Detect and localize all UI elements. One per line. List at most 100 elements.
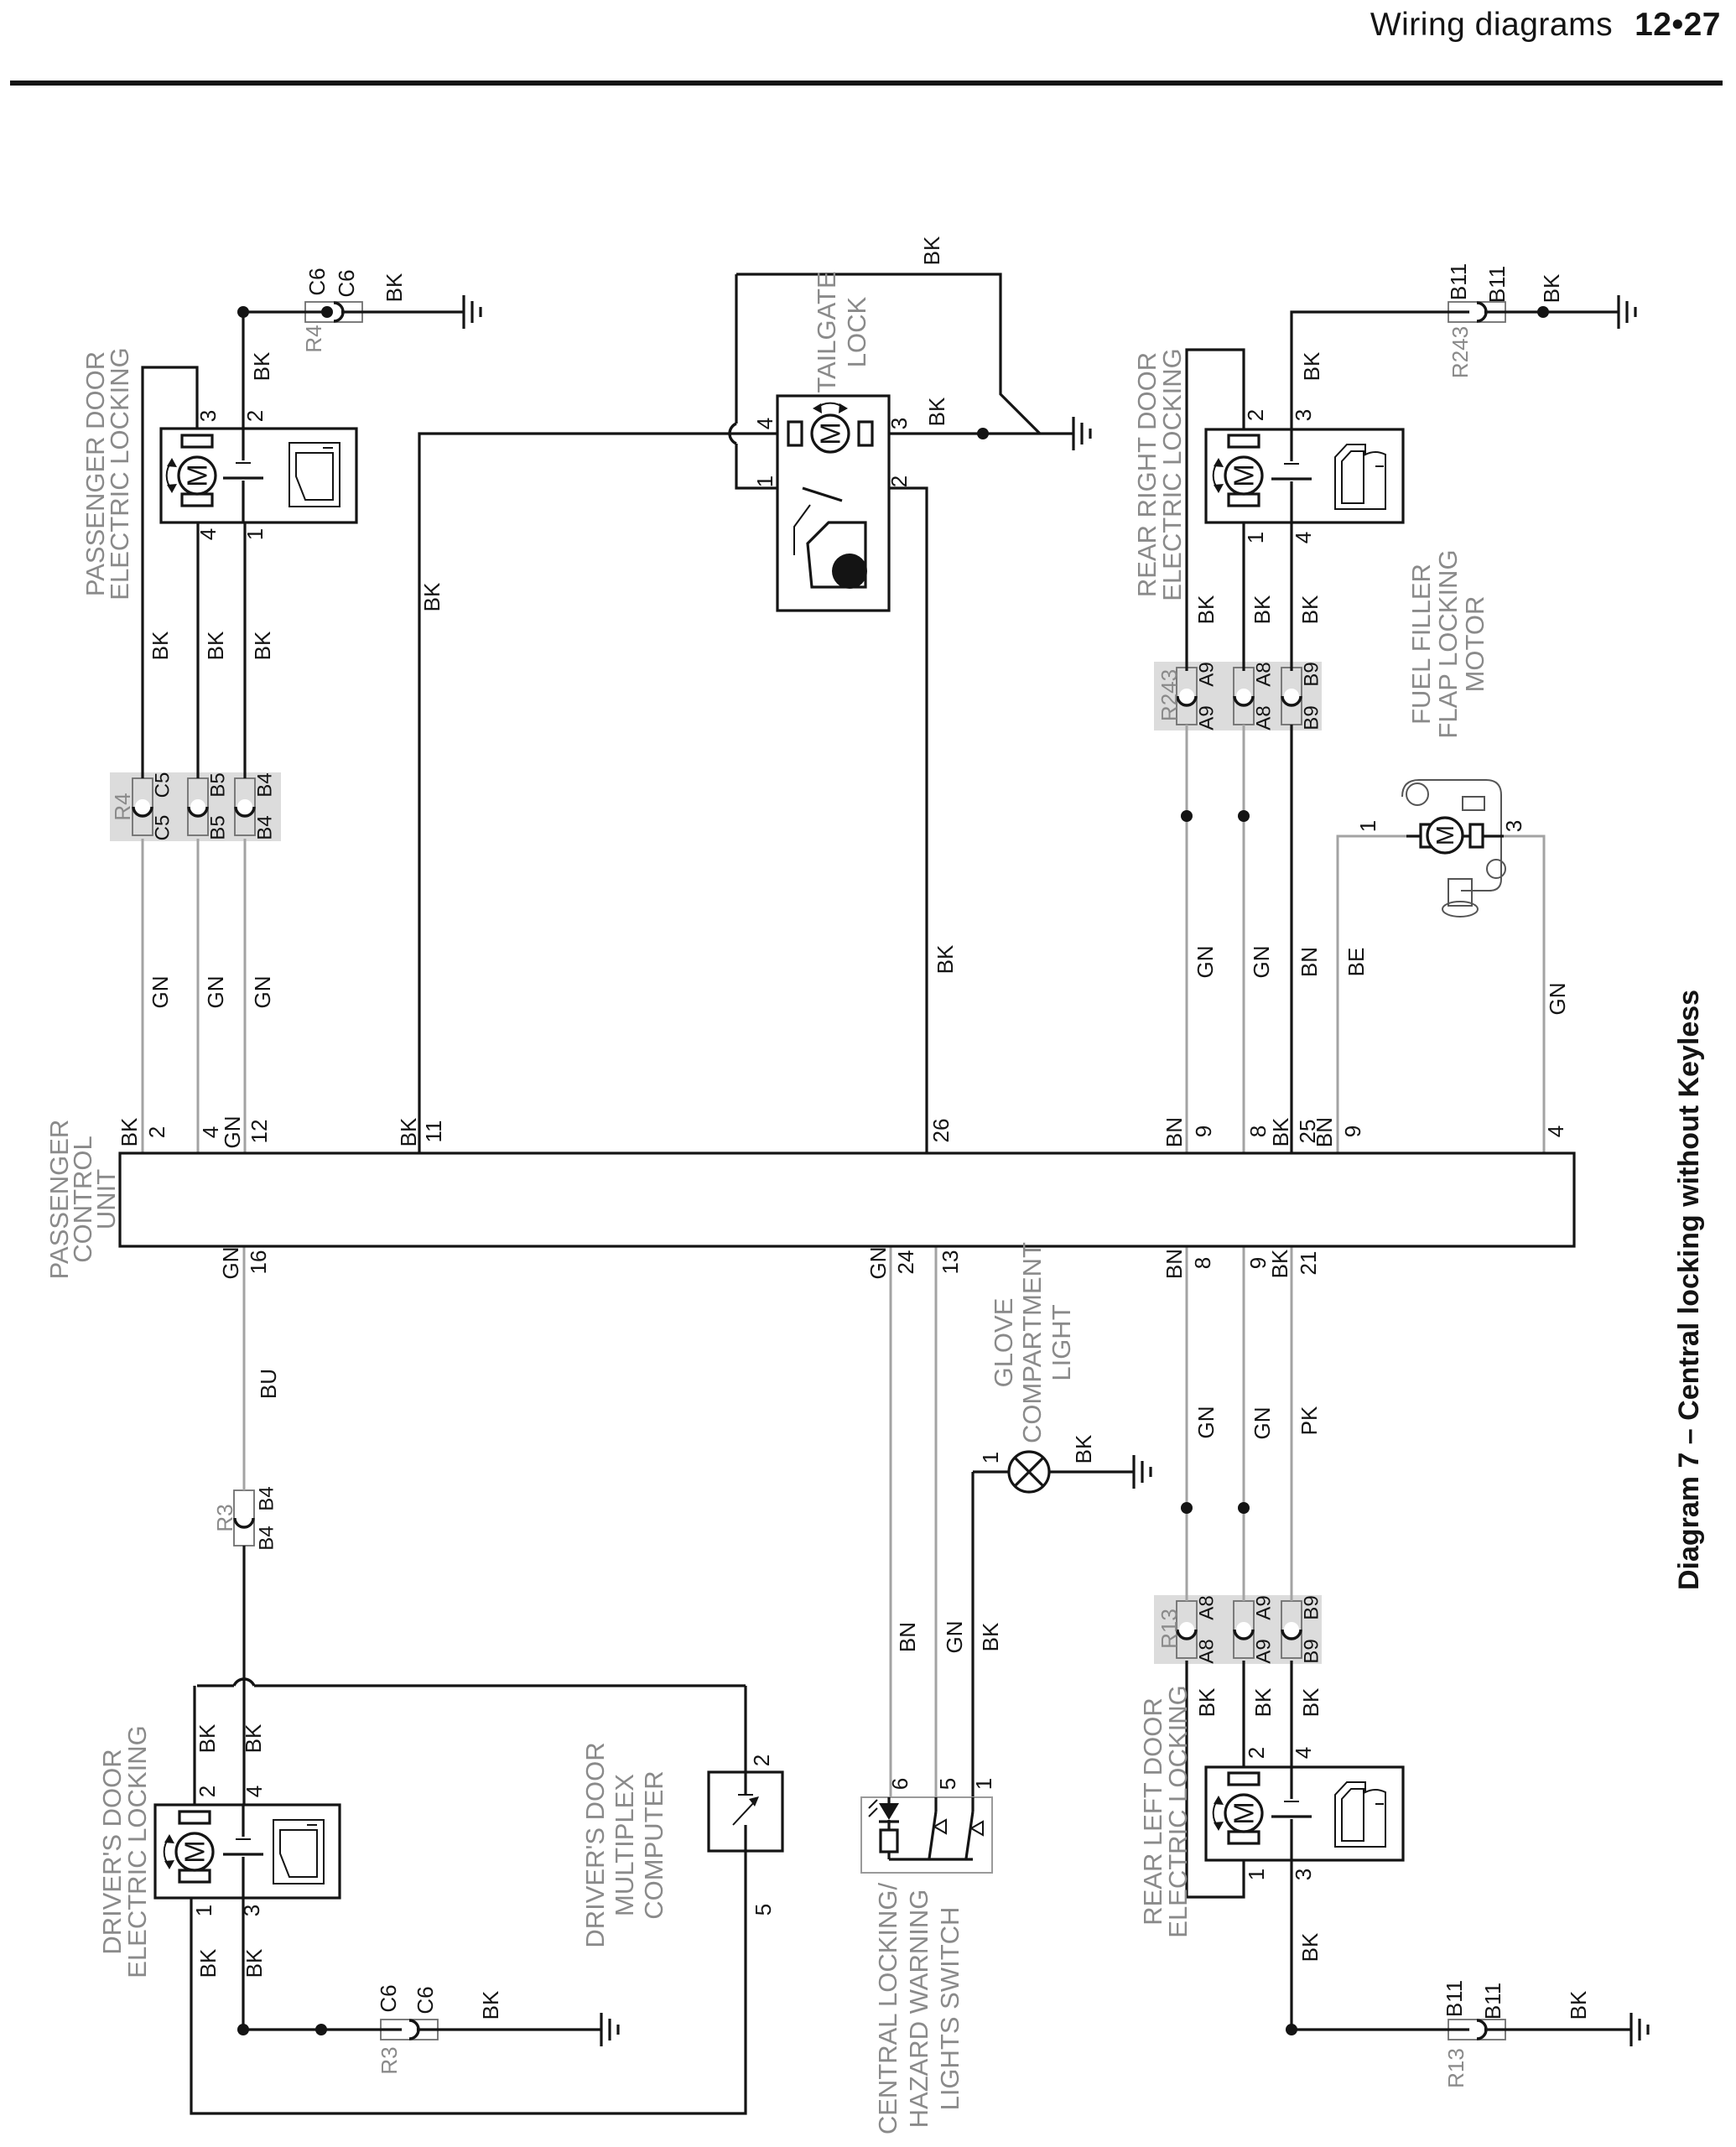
wire-label: BK — [1297, 1932, 1323, 1962]
switch-blade-1 — [928, 1797, 938, 1859]
wire-label: B4 — [255, 1486, 278, 1510]
wire-label: 1 — [752, 476, 777, 487]
wire-label: 13 — [938, 1250, 963, 1275]
passenger-control-unit — [118, 1151, 1576, 1248]
wire-label: A8 — [1252, 705, 1275, 730]
wire-label: B5 — [206, 815, 229, 840]
component-label: ELECTRIC LOCKING — [105, 347, 134, 600]
rear-left-door-icon — [1334, 1781, 1386, 1848]
wires-gray — [141, 725, 1546, 1797]
ground-bottom-right — [1629, 2013, 1650, 2046]
wire-label: M — [815, 422, 846, 445]
header-title: Wiring diagrams — [1370, 7, 1614, 43]
wire-label: C6 — [413, 1986, 438, 2014]
wire-label: BK — [1268, 1117, 1293, 1146]
wire-label: 12 — [247, 1120, 272, 1144]
rear-right-lock-switch — [1271, 429, 1312, 522]
wire-label: A9 — [1195, 705, 1218, 730]
wire-label: 4 — [1291, 1747, 1316, 1759]
wire-label: BK — [148, 631, 173, 660]
component-label: FUEL FILLER — [1406, 564, 1436, 725]
wire-label: 16 — [246, 1250, 271, 1275]
wire-label: PK — [1297, 1406, 1322, 1435]
tailgate-switch-blade — [802, 486, 843, 502]
wire-label: 8 — [1245, 1125, 1271, 1137]
component-label: DRIVER'S DOOR — [97, 1749, 127, 1954]
wire-label: BK — [195, 1948, 221, 1978]
diagram-caption: Diagram 7 – Central locking without Keyl… — [1673, 990, 1705, 1590]
component-label: COMPUTER — [639, 1770, 668, 1919]
wire-label: B11 — [1442, 1980, 1467, 2017]
wire-gn-fuel-filler — [1504, 834, 1546, 1153]
fuel-filler-body — [1401, 779, 1502, 892]
wire-label: 2 — [195, 1786, 220, 1797]
wire-hops — [232, 422, 737, 1687]
central-locking-switch — [868, 1797, 984, 1861]
wire-label: B9 — [1300, 1639, 1323, 1663]
component-label: PASSENGER DOOR — [81, 351, 110, 596]
motor-symbols — [163, 402, 1264, 1884]
tailgate-latch-switch — [793, 486, 867, 589]
wire-label: A9 — [1252, 1639, 1275, 1663]
lock-switch-symbols — [223, 429, 1312, 1898]
junction-dots — [237, 306, 1549, 2035]
switch-blade-2 — [964, 1797, 975, 1859]
component-label: DRIVER'S DOOR — [580, 1742, 610, 1947]
component-label: ELECTRIC LOCKING — [1163, 1685, 1193, 1937]
wire-label: 3 — [195, 410, 221, 422]
ground-top-left — [462, 295, 482, 329]
component-label: ELECTRIC LOCKING — [122, 1725, 152, 1978]
wire-label: 4 — [242, 1786, 267, 1797]
switch-arrow-1 — [932, 1818, 947, 1835]
component-label: R3 — [212, 1504, 237, 1531]
connector-arcs — [132, 301, 1488, 2040]
fuel-filler-plunger-cap — [1442, 901, 1479, 918]
fuel-filler-plunger — [1448, 878, 1473, 907]
wire-label: 3 — [1291, 409, 1316, 421]
wire-label: GN — [942, 1621, 967, 1654]
wire-label: 4 — [195, 528, 221, 540]
wire-label: 1 — [1355, 820, 1380, 832]
component-label: LIGHTS SWITCH — [935, 1907, 964, 2111]
rear-right-door-motor — [1212, 434, 1264, 507]
door-icons — [273, 442, 1386, 1884]
wire-label: 25 — [1295, 1120, 1320, 1144]
wire-label: 1 — [191, 1905, 216, 1916]
driver-door-icon — [273, 1819, 325, 1884]
lamp-cross — [1013, 1456, 1045, 1488]
wire-pin11-tailgate — [418, 432, 790, 1153]
component-label: R243 — [1448, 326, 1473, 378]
hop-driver-loop — [232, 1677, 256, 1687]
wire-label: B5 — [206, 772, 229, 797]
driver-door-motor — [163, 1810, 215, 1884]
hop-tailgate-loop — [728, 422, 737, 445]
rear-left-door-motor — [1212, 1771, 1264, 1845]
rear-left-lock-switch — [1271, 1767, 1312, 1860]
wire-label: BK — [1250, 595, 1275, 624]
wire-label: BK — [1193, 595, 1219, 624]
wire-label: BK — [1267, 1249, 1292, 1278]
wire-label: B9 — [1300, 1595, 1323, 1619]
ground-tailgate — [1072, 417, 1092, 450]
wire-label: GN — [250, 976, 275, 1009]
wire-label: BK — [195, 1723, 220, 1753]
wire-label: GN — [1193, 1406, 1219, 1439]
wire-label: BK — [978, 1622, 1003, 1651]
wire-label: 2 — [1244, 1747, 1269, 1759]
component-label: R4 — [110, 793, 135, 820]
component-label: CENTRAL LOCKING/ — [873, 1882, 902, 2134]
wire-label: B4 — [253, 815, 276, 840]
wire-label: BK — [1298, 1687, 1323, 1717]
wire-label: BK — [419, 582, 444, 611]
wire-label: 9 — [1340, 1125, 1365, 1137]
wire-label: BN — [1297, 947, 1322, 977]
wire-label: 26 — [928, 1119, 954, 1143]
component-label: FLAP LOCKING — [1433, 549, 1463, 738]
wire-label: 5 — [935, 1778, 960, 1790]
wire-label: BK — [478, 1990, 503, 2020]
component-label: TAILGATE — [812, 271, 841, 392]
driver-lock-switch — [223, 1805, 263, 1898]
